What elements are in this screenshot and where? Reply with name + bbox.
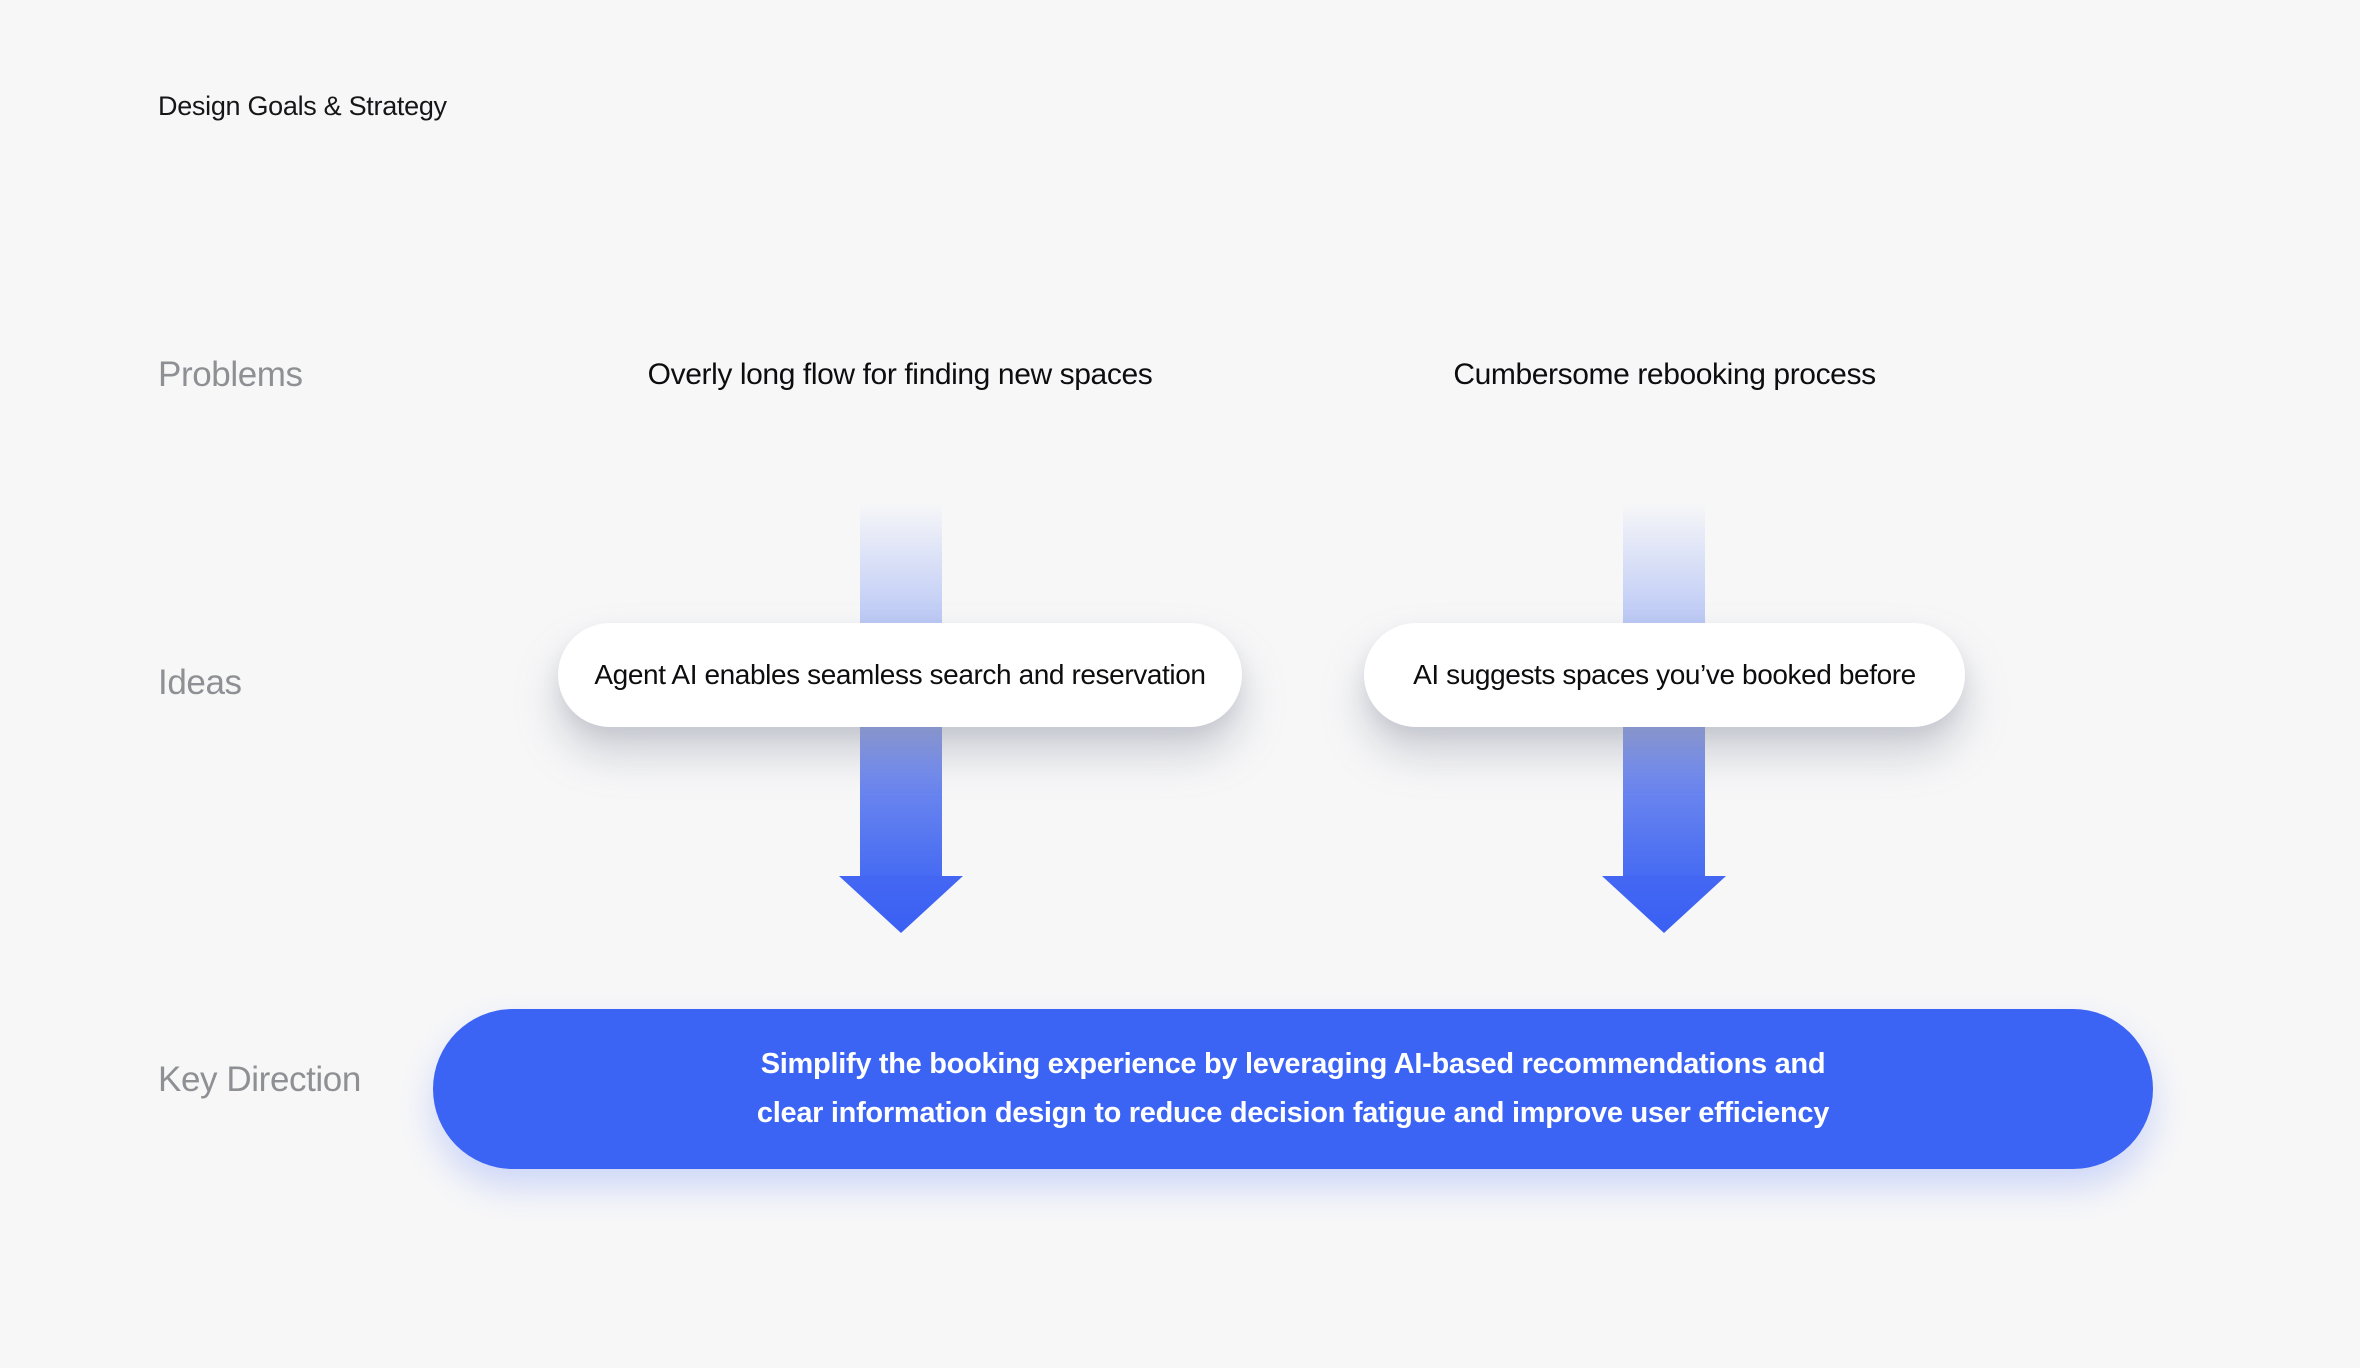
- down-arrow-head-icon-1: [839, 876, 963, 933]
- row-label-problems: Problems: [158, 355, 303, 394]
- idea-pill-2: AI suggests spaces you’ve booked before: [1364, 623, 1965, 727]
- page-title: Design Goals & Strategy: [158, 91, 447, 121]
- key-direction-line-1: Simplify the booking experience by lever…: [760, 1048, 1826, 1080]
- problem-text-1: Overly long flow for finding new spaces: [647, 358, 1153, 391]
- key-direction-banner: Simplify the booking experience by lever…: [433, 1009, 2153, 1169]
- row-label-key-direction: Key Direction: [158, 1060, 361, 1099]
- idea-pill-label-1: Agent AI enables seamless search and res…: [594, 659, 1206, 690]
- idea-pill-1: Agent AI enables seamless search and res…: [558, 623, 1242, 727]
- key-direction-line-2: clear information design to reduce decis…: [756, 1097, 1830, 1129]
- down-arrow-head-icon-2: [1602, 876, 1726, 933]
- row-label-ideas: Ideas: [158, 663, 242, 702]
- problem-text-2: Cumbersome rebooking process: [1453, 358, 1876, 391]
- idea-pill-label-2: AI suggests spaces you’ve booked before: [1413, 659, 1916, 690]
